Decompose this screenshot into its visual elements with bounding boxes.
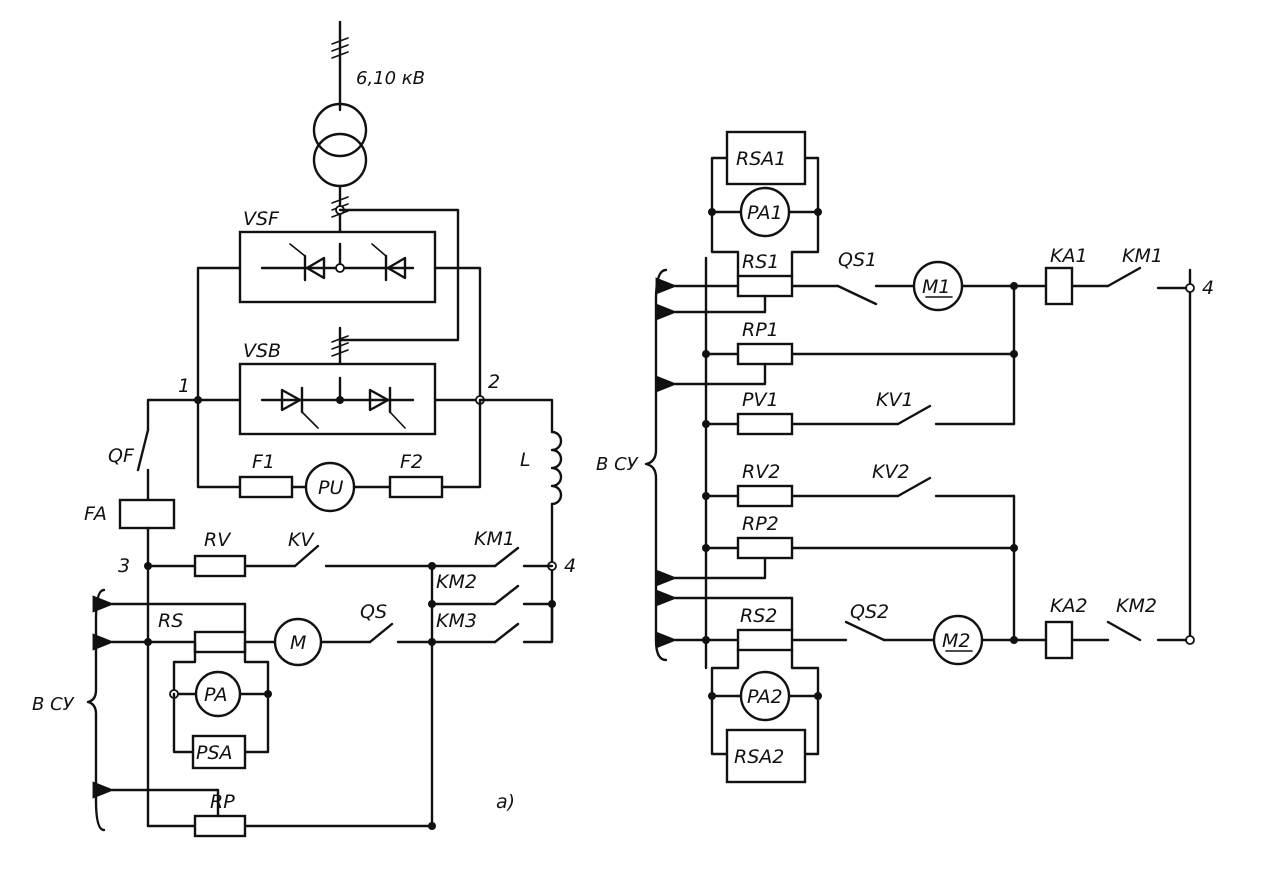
rs1-label: RS1 (742, 251, 779, 273)
shunt-rsa2 (725, 728, 807, 784)
fa-label: FA (84, 503, 107, 525)
node-4: 4 (564, 555, 576, 577)
signal-arrow-3 (92, 781, 220, 818)
pa-bracket-left (172, 640, 197, 696)
resistor-pv1 (736, 412, 794, 436)
vsb-label: VSB (243, 340, 281, 362)
qs1-contact (836, 284, 878, 306)
transformer (312, 102, 368, 188)
pa1-label: PA1 (747, 202, 783, 224)
km3-contact (493, 622, 520, 644)
rsa2-label: RSA2 (734, 746, 784, 768)
rsa1-label: RSA1 (736, 148, 786, 170)
ka1-label: KA1 (1050, 245, 1088, 267)
f1-label: F1 (252, 451, 275, 473)
rs2-label: RS2 (740, 605, 777, 627)
km1-contact (493, 546, 520, 568)
node-4-right: 4 (1202, 277, 1214, 299)
rs-label: RS (158, 610, 183, 632)
kv2-contact (896, 476, 932, 498)
shunt-rs (193, 630, 247, 654)
shunt-rs1 (736, 274, 794, 298)
qf-label: QF (108, 445, 135, 467)
m2-label: M2 (942, 630, 970, 652)
qs-contact (368, 622, 394, 644)
kv1-contact (896, 404, 932, 426)
qs2-contact (844, 620, 886, 642)
km1-contact-right (1106, 266, 1142, 288)
qs2-label: QS2 (850, 601, 889, 623)
shunt-rs2 (736, 628, 794, 652)
qf-feed (146, 398, 200, 432)
m1-label: M1 (922, 276, 950, 298)
pu-label: PU (318, 477, 343, 499)
fa-relay (118, 498, 176, 530)
rp1-label: RP1 (742, 319, 779, 341)
inductor-feed (478, 398, 554, 434)
qs-label: QS (360, 601, 387, 623)
rp2-label: RP2 (742, 513, 779, 535)
km3-label: KM3 (436, 610, 477, 632)
rv-label: RV (204, 529, 232, 551)
caption-a: а) (496, 791, 515, 813)
right-control-label: В СУ (596, 454, 639, 475)
supply-voltage-label: 6,10 кВ (356, 68, 425, 89)
relay-ka2 (1044, 620, 1074, 660)
km2-contact (493, 584, 520, 606)
resistor-rv (193, 554, 247, 578)
psa-label: PSA (196, 742, 233, 764)
shunt-psa (191, 734, 247, 770)
vsf-thyristors (260, 242, 415, 282)
qs1-label: QS1 (838, 249, 877, 271)
supply-line (331, 20, 349, 112)
km2-contact-right (1106, 620, 1142, 642)
inductor-l (550, 430, 563, 506)
rp-label: RP (210, 791, 235, 813)
fuse-f1 (238, 475, 294, 499)
pa2-label: PA2 (747, 686, 783, 708)
node-1: 1 (178, 375, 190, 397)
left-schematic: 6,10 кВ VSF VSB (32, 20, 576, 838)
rv2-label: RV2 (742, 461, 780, 483)
kv-contact (293, 544, 320, 568)
right-schematic: 4 RSA1 PA1 RS1 QS1 M1 KA1 KM1 (596, 130, 1214, 784)
node-3: 3 (118, 555, 130, 577)
resistor-rp (193, 814, 247, 838)
ka2-label: KA2 (1050, 595, 1088, 617)
km1-label: KM1 (474, 528, 515, 550)
loop-left-top (196, 266, 242, 402)
resistor-rp2 (736, 536, 794, 560)
qf-switch (136, 428, 150, 472)
pa-bracket-right (243, 640, 270, 696)
fuse-f2 (388, 475, 444, 499)
relay-ka1 (1044, 266, 1074, 306)
km2-right-label: KM2 (1116, 595, 1157, 617)
kv2-label: KV2 (872, 461, 910, 483)
vsb-thyristors (260, 376, 415, 429)
km1-right-label: KM1 (1122, 245, 1163, 267)
km2-label: KM2 (436, 571, 477, 593)
left-control-label: В СУ (32, 694, 75, 715)
pu-branch-left (196, 398, 242, 489)
m-label: M (290, 632, 306, 654)
kv-label: KV (288, 529, 315, 551)
left-brace (86, 588, 106, 832)
pv1-label: PV1 (742, 389, 779, 411)
right-brace (644, 268, 668, 662)
pu-branch-right (440, 398, 482, 489)
pa-label: PA (204, 684, 228, 706)
vsf-label: VSF (243, 208, 280, 230)
l-label: L (520, 449, 531, 471)
loop-right-top (433, 266, 482, 402)
resistor-rv2 (736, 484, 794, 508)
node-2: 2 (488, 371, 500, 393)
control-feed (338, 208, 460, 342)
kv1-label: KV1 (876, 389, 914, 411)
resistor-rp1 (736, 342, 794, 366)
rp2-arrow (655, 556, 767, 587)
f2-label: F2 (400, 451, 423, 473)
rp1-arrow (655, 362, 767, 393)
